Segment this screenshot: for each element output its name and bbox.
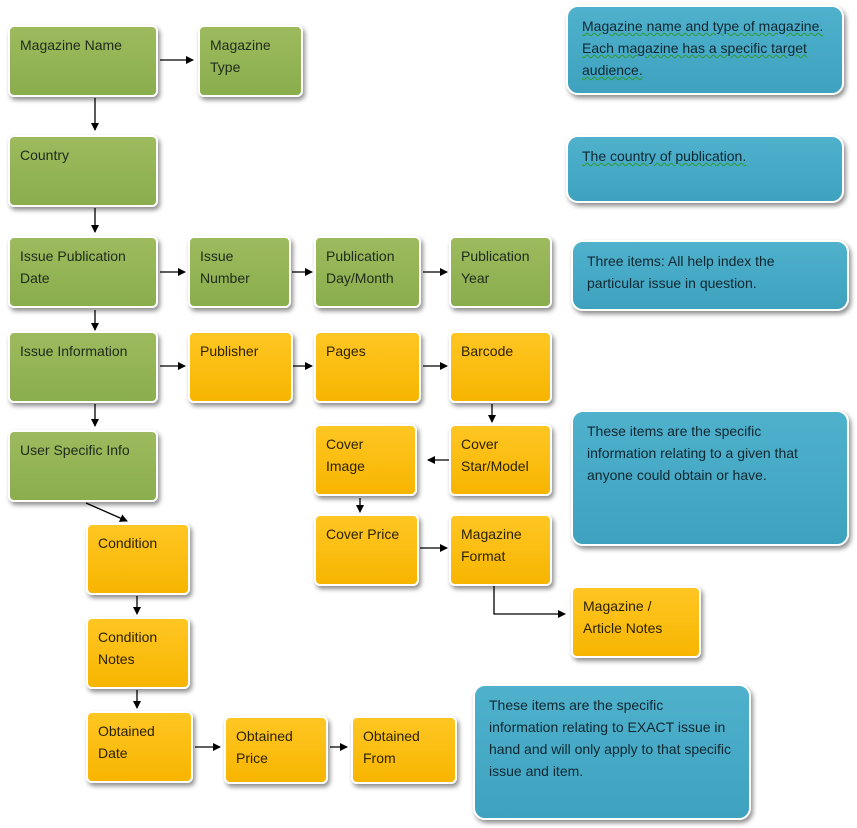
node-obtained-from: Obtained From — [351, 716, 457, 784]
node-publication-year: Publication Year — [449, 236, 552, 308]
note-exact-issue: These items are the specific information… — [473, 684, 751, 820]
note-specific-items: These items are the specific information… — [571, 410, 849, 546]
arrow-format-to-notes — [493, 586, 566, 618]
arrow-userinfo-to-condition — [85, 502, 128, 522]
node-issue-publication-date: Issue Publication Date — [8, 236, 158, 308]
node-obtained-date: Obtained Date — [86, 711, 193, 783]
note-three-items: Three items: All help index the particul… — [571, 240, 849, 311]
node-cover-price: Cover Price — [314, 514, 419, 586]
node-issue-information: Issue Information — [8, 331, 158, 403]
note-country: The country of publication. — [566, 135, 844, 203]
node-user-specific-info: User Specific Info — [8, 430, 158, 502]
node-magazine-name: Magazine Name — [8, 25, 158, 97]
note-country-text: The country of publication. — [582, 148, 747, 164]
node-magazine-article-notes: Magazine / Article Notes — [571, 586, 701, 658]
node-publisher: Publisher — [188, 331, 293, 403]
node-country: Country — [8, 135, 158, 207]
node-publication-day-month: Publication Day/Month — [314, 236, 421, 308]
node-condition: Condition — [86, 523, 190, 595]
node-barcode: Barcode — [449, 331, 552, 403]
node-obtained-price: Obtained Price — [224, 716, 328, 784]
note-magazine-text: Magazine name and type of magazine. Each… — [582, 18, 824, 78]
node-cover-star-model: Cover Star/Model — [449, 424, 552, 496]
node-magazine-format: Magazine Format — [449, 514, 552, 586]
node-cover-image: Cover Image — [314, 424, 417, 496]
node-condition-notes: Condition Notes — [86, 617, 190, 689]
node-pages: Pages — [314, 331, 421, 403]
node-magazine-type: Magazine Type — [198, 25, 303, 97]
node-issue-number: Issue Number — [188, 236, 291, 308]
note-magazine: Magazine name and type of magazine. Each… — [566, 5, 844, 95]
